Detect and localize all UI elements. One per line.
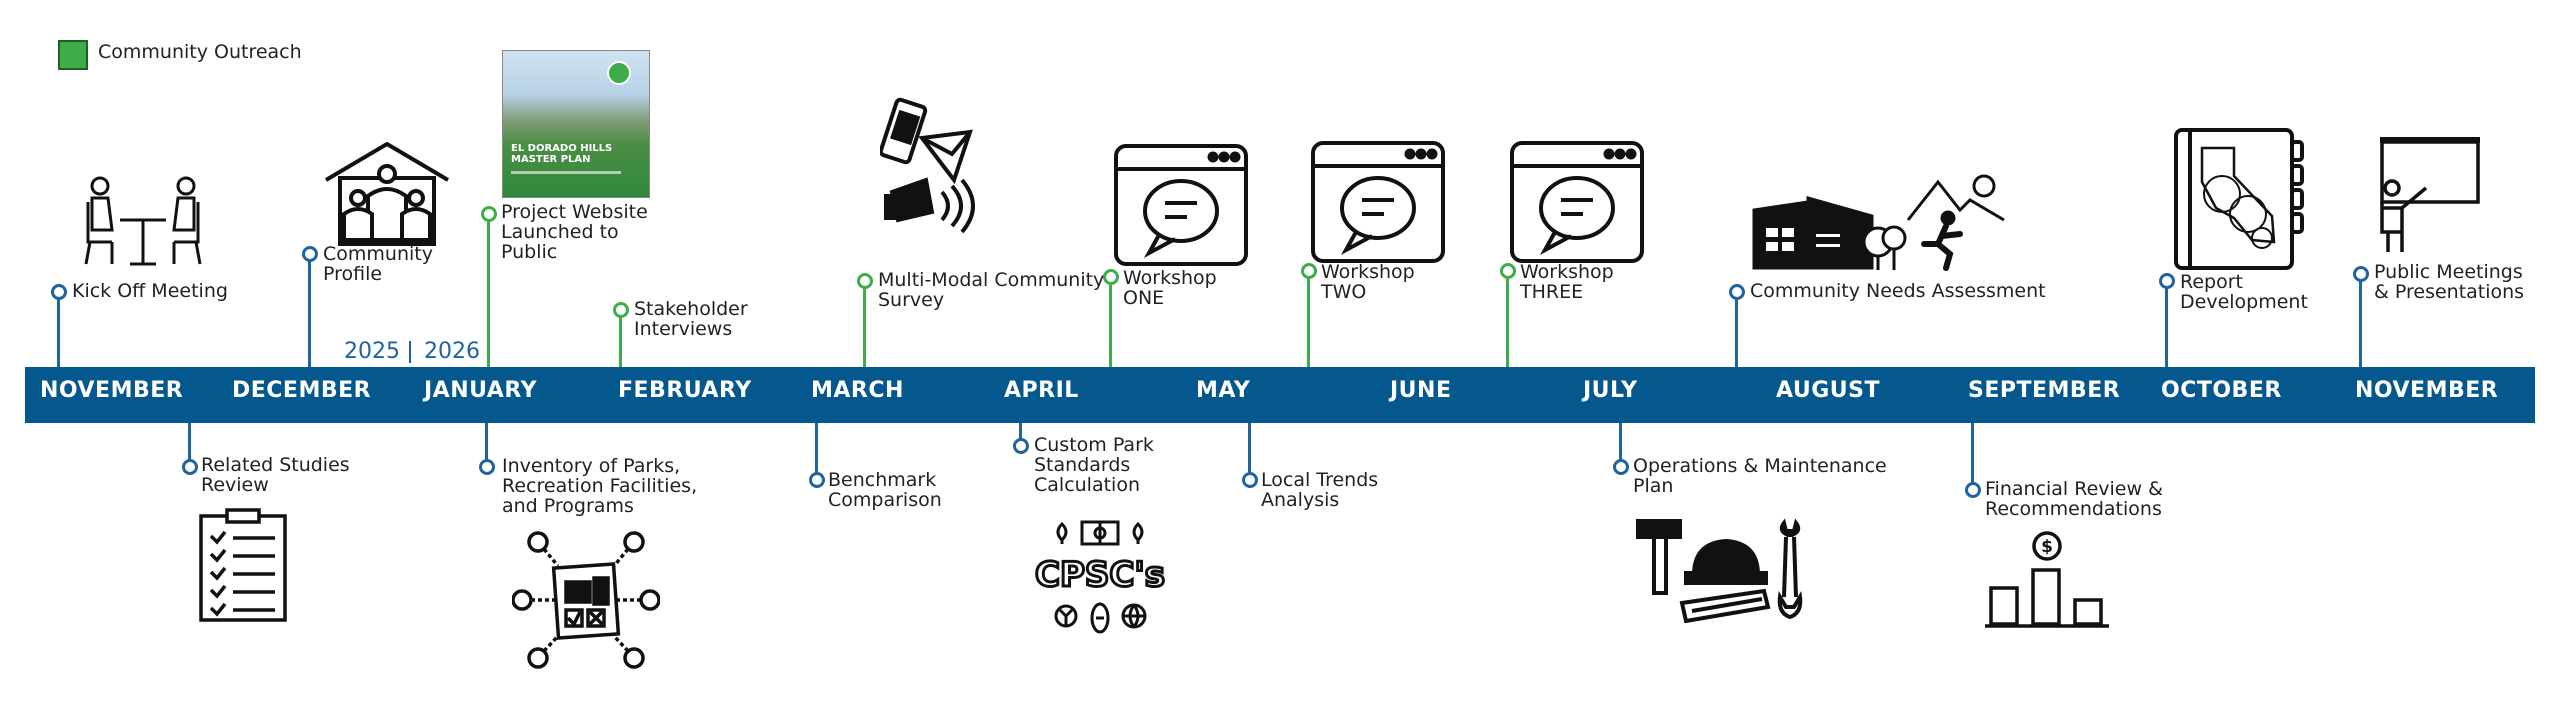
milestone-dot [1301,263,1317,279]
milestone-dot [481,206,497,222]
timeline-band [25,367,2535,423]
cover-title: EL DORADO HILLS MASTER PLAN [511,143,613,165]
legend-swatch [58,40,88,70]
month-label: OCTOBER [2161,378,2282,403]
month-label: FEBRUARY [618,378,752,403]
stem [308,258,311,367]
stem [1971,423,1974,487]
inventory-network-icon [512,528,660,672]
year-divider [409,341,411,363]
tools-hardhat-icon [1634,517,1814,623]
community-house-icon [322,138,452,248]
stem [485,423,488,464]
milestone-dot [2159,273,2175,289]
stem [1019,423,1022,443]
month-label: MARCH [811,378,904,403]
month-label: NOVEMBER [2355,378,2499,403]
milestone-dot [1729,284,1745,300]
month-label: APRIL [1004,378,1079,403]
event-label: Benchmark Comparison [828,469,942,511]
event-label: Public Meetings & Presentations [2374,261,2525,303]
legend-label: Community Outreach [98,41,302,63]
stem [863,285,866,367]
stem [487,218,490,367]
month-label: JULY [1583,378,1638,403]
milestone-dot [1013,438,1029,454]
event-label: Project Website Launched to Public [501,201,648,263]
milestone-dot [302,246,318,262]
stem [1109,281,1112,367]
event-label: Workshop TWO [1321,261,1415,303]
event-label: Community Profile [323,243,433,285]
chat-window-icon [1310,140,1446,264]
stem [2165,285,2168,367]
master-plan-cover-image: EL DORADO HILLS MASTER PLAN [502,50,650,198]
event-label: Workshop ONE [1123,267,1217,309]
event-label: Inventory of Parks, Recreation Facilitie… [502,455,698,517]
checklist-icon [197,508,289,624]
finance-bar-chart-icon: $ [1985,530,2109,630]
month-label: DECEMBER [232,378,372,403]
logo-mark [607,61,631,85]
milestone-dot [1103,269,1119,285]
milestone-dot [613,302,629,318]
event-label: Kick Off Meeting [72,280,228,302]
facilities-recreation-icon [1752,172,2008,272]
cpsc-sports-icon: CPSC's [1030,518,1170,638]
year-end-label: 2026 [424,339,480,364]
svg-text:$: $ [2041,537,2053,557]
event-label: Community Needs Assessment [1750,280,2046,302]
stem [1307,275,1310,367]
month-label: NOVEMBER [40,378,184,403]
event-label: Multi-Modal Community Survey [878,269,1105,311]
stem [2359,278,2362,367]
milestone-dot [1242,472,1258,488]
milestone-dot [809,472,825,488]
event-label: Custom Park Standards Calculation [1034,434,1154,496]
stem [1506,275,1509,367]
cpsc-text: CPSC's [1035,555,1165,595]
year-start-label: 2025 [344,339,400,364]
event-label: Local Trends Analysis [1261,469,1379,511]
milestone-dot [1500,263,1516,279]
event-label: Stakeholder Interviews [634,298,748,340]
event-label: Workshop THREE [1520,261,1614,303]
stem [619,314,622,367]
month-label: JANUARY [424,378,538,403]
milestone-dot [1965,482,1981,498]
chat-window-icon [1113,143,1249,267]
stem [57,296,60,367]
month-label: AUGUST [1776,378,1880,403]
stem [1248,423,1251,477]
month-label: MAY [1196,378,1251,403]
presentation-icon [2374,136,2484,256]
milestone-dot [182,459,198,475]
milestone-dot [2353,266,2369,282]
event-label: Financial Review & Recommendations [1985,478,2163,520]
cover-subtitle-line [511,171,621,174]
event-label: Related Studies Review [201,454,350,496]
stem [1735,296,1738,367]
stem [1619,423,1622,464]
month-label: SEPTEMBER [1968,378,2121,403]
milestone-dot [1613,459,1629,475]
chat-window-icon [1509,140,1645,264]
survey-megaphone-icon [880,92,1000,272]
meeting-icon [78,172,208,272]
report-book-icon [2172,126,2308,272]
milestone-dot [479,459,495,475]
event-label: Operations & Maintenance Plan [1633,455,1887,497]
event-label: Report Development [2180,271,2308,313]
stem [815,423,818,477]
stem [188,423,191,464]
milestone-dot [857,273,873,289]
milestone-dot [51,284,67,300]
month-label: JUNE [1390,378,1452,403]
